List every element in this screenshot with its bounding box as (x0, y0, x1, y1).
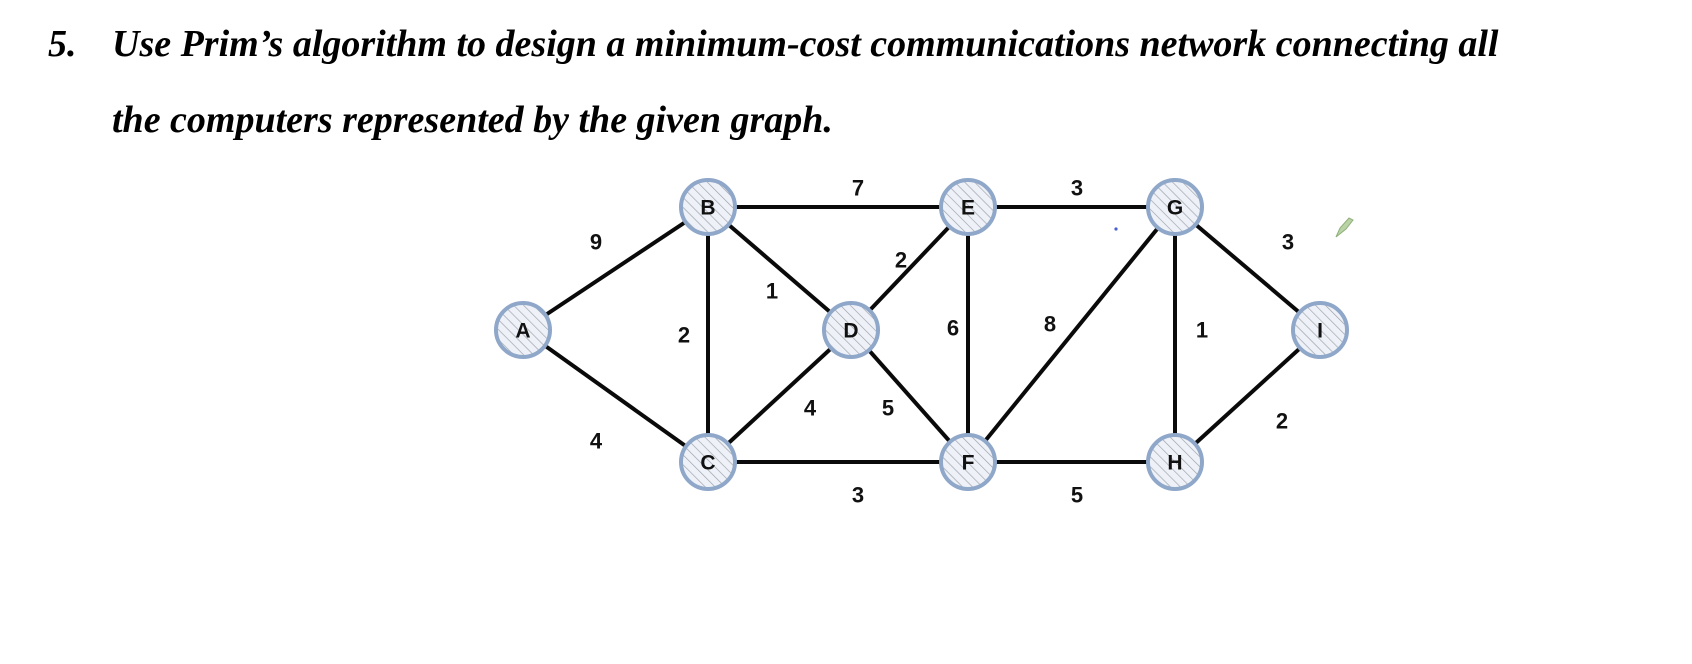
edge-c-d (706, 328, 853, 464)
edge-h-i (1173, 328, 1322, 464)
edge-weight-g-h: 1 (1196, 318, 1208, 343)
edge-weight-a-b: 9 (590, 230, 602, 255)
node-c: C (679, 433, 737, 491)
edge-b-d (706, 205, 853, 332)
node-circle-g (1146, 178, 1204, 236)
edge-d-f (849, 328, 970, 464)
node-label-b: B (700, 197, 715, 220)
edge-a-c (521, 328, 710, 464)
node-i: I (1291, 301, 1349, 359)
stray-dot (1114, 227, 1118, 231)
edge-weight-b-d: 1 (766, 279, 778, 304)
edge-weight-a-c: 4 (590, 429, 603, 454)
node-label-e: E (961, 197, 975, 220)
node-circle-b (679, 178, 737, 236)
edge-weight-e-f: 6 (947, 316, 959, 341)
node-label-f: F (962, 452, 975, 475)
edge-weight-b-c: 2 (678, 323, 690, 348)
node-label-g: G (1167, 197, 1183, 220)
node-h: H (1146, 433, 1204, 491)
node-d: D (822, 301, 880, 359)
node-circle-i (1291, 301, 1349, 359)
node-label-d: D (843, 320, 858, 343)
weights-layer: 9 4 2 1 7 4 3 2 5 6 3 8 5 1 3 2 (590, 176, 1294, 508)
node-circle-d (822, 301, 880, 359)
node-label-c: C (700, 452, 715, 475)
node-e: E (939, 178, 997, 236)
edge-weight-g-i: 3 (1282, 230, 1294, 255)
node-circle-a (494, 301, 552, 359)
node-label-a: A (515, 320, 530, 343)
edge-g-i (1173, 205, 1322, 332)
node-circle-h (1146, 433, 1204, 491)
node-f: F (939, 433, 997, 491)
edge-f-g (966, 205, 1177, 464)
edges-layer (521, 205, 1322, 464)
question-line-1: Use Prim’s algorithm to design a minimum… (112, 23, 1499, 65)
nodes-layer: A B C D E F G H I (494, 178, 1349, 491)
edge-weight-c-d: 4 (804, 396, 817, 421)
question-line-2: the computers represented by the given g… (112, 99, 833, 141)
edge-weight-d-e: 2 (895, 248, 907, 273)
edge-weight-f-g: 8 (1044, 312, 1056, 337)
node-b: B (679, 178, 737, 236)
node-circle-e (939, 178, 997, 236)
edge-a-b (521, 205, 710, 332)
node-label-i: I (1317, 320, 1323, 343)
edge-weight-c-f: 3 (852, 483, 864, 508)
edge-weight-b-e: 7 (852, 176, 864, 201)
node-g: G (1146, 178, 1204, 236)
edge-weight-f-h: 5 (1071, 483, 1083, 508)
edge-weight-h-i: 2 (1276, 409, 1288, 434)
node-circle-f (939, 433, 997, 491)
node-label-h: H (1167, 452, 1182, 475)
node-circle-c (679, 433, 737, 491)
node-a: A (494, 301, 552, 359)
edge-weight-d-f: 5 (882, 396, 894, 421)
stray-pen-mark (1335, 217, 1354, 238)
question-number: 5. (48, 23, 77, 65)
edge-weight-e-g: 3 (1071, 176, 1083, 201)
